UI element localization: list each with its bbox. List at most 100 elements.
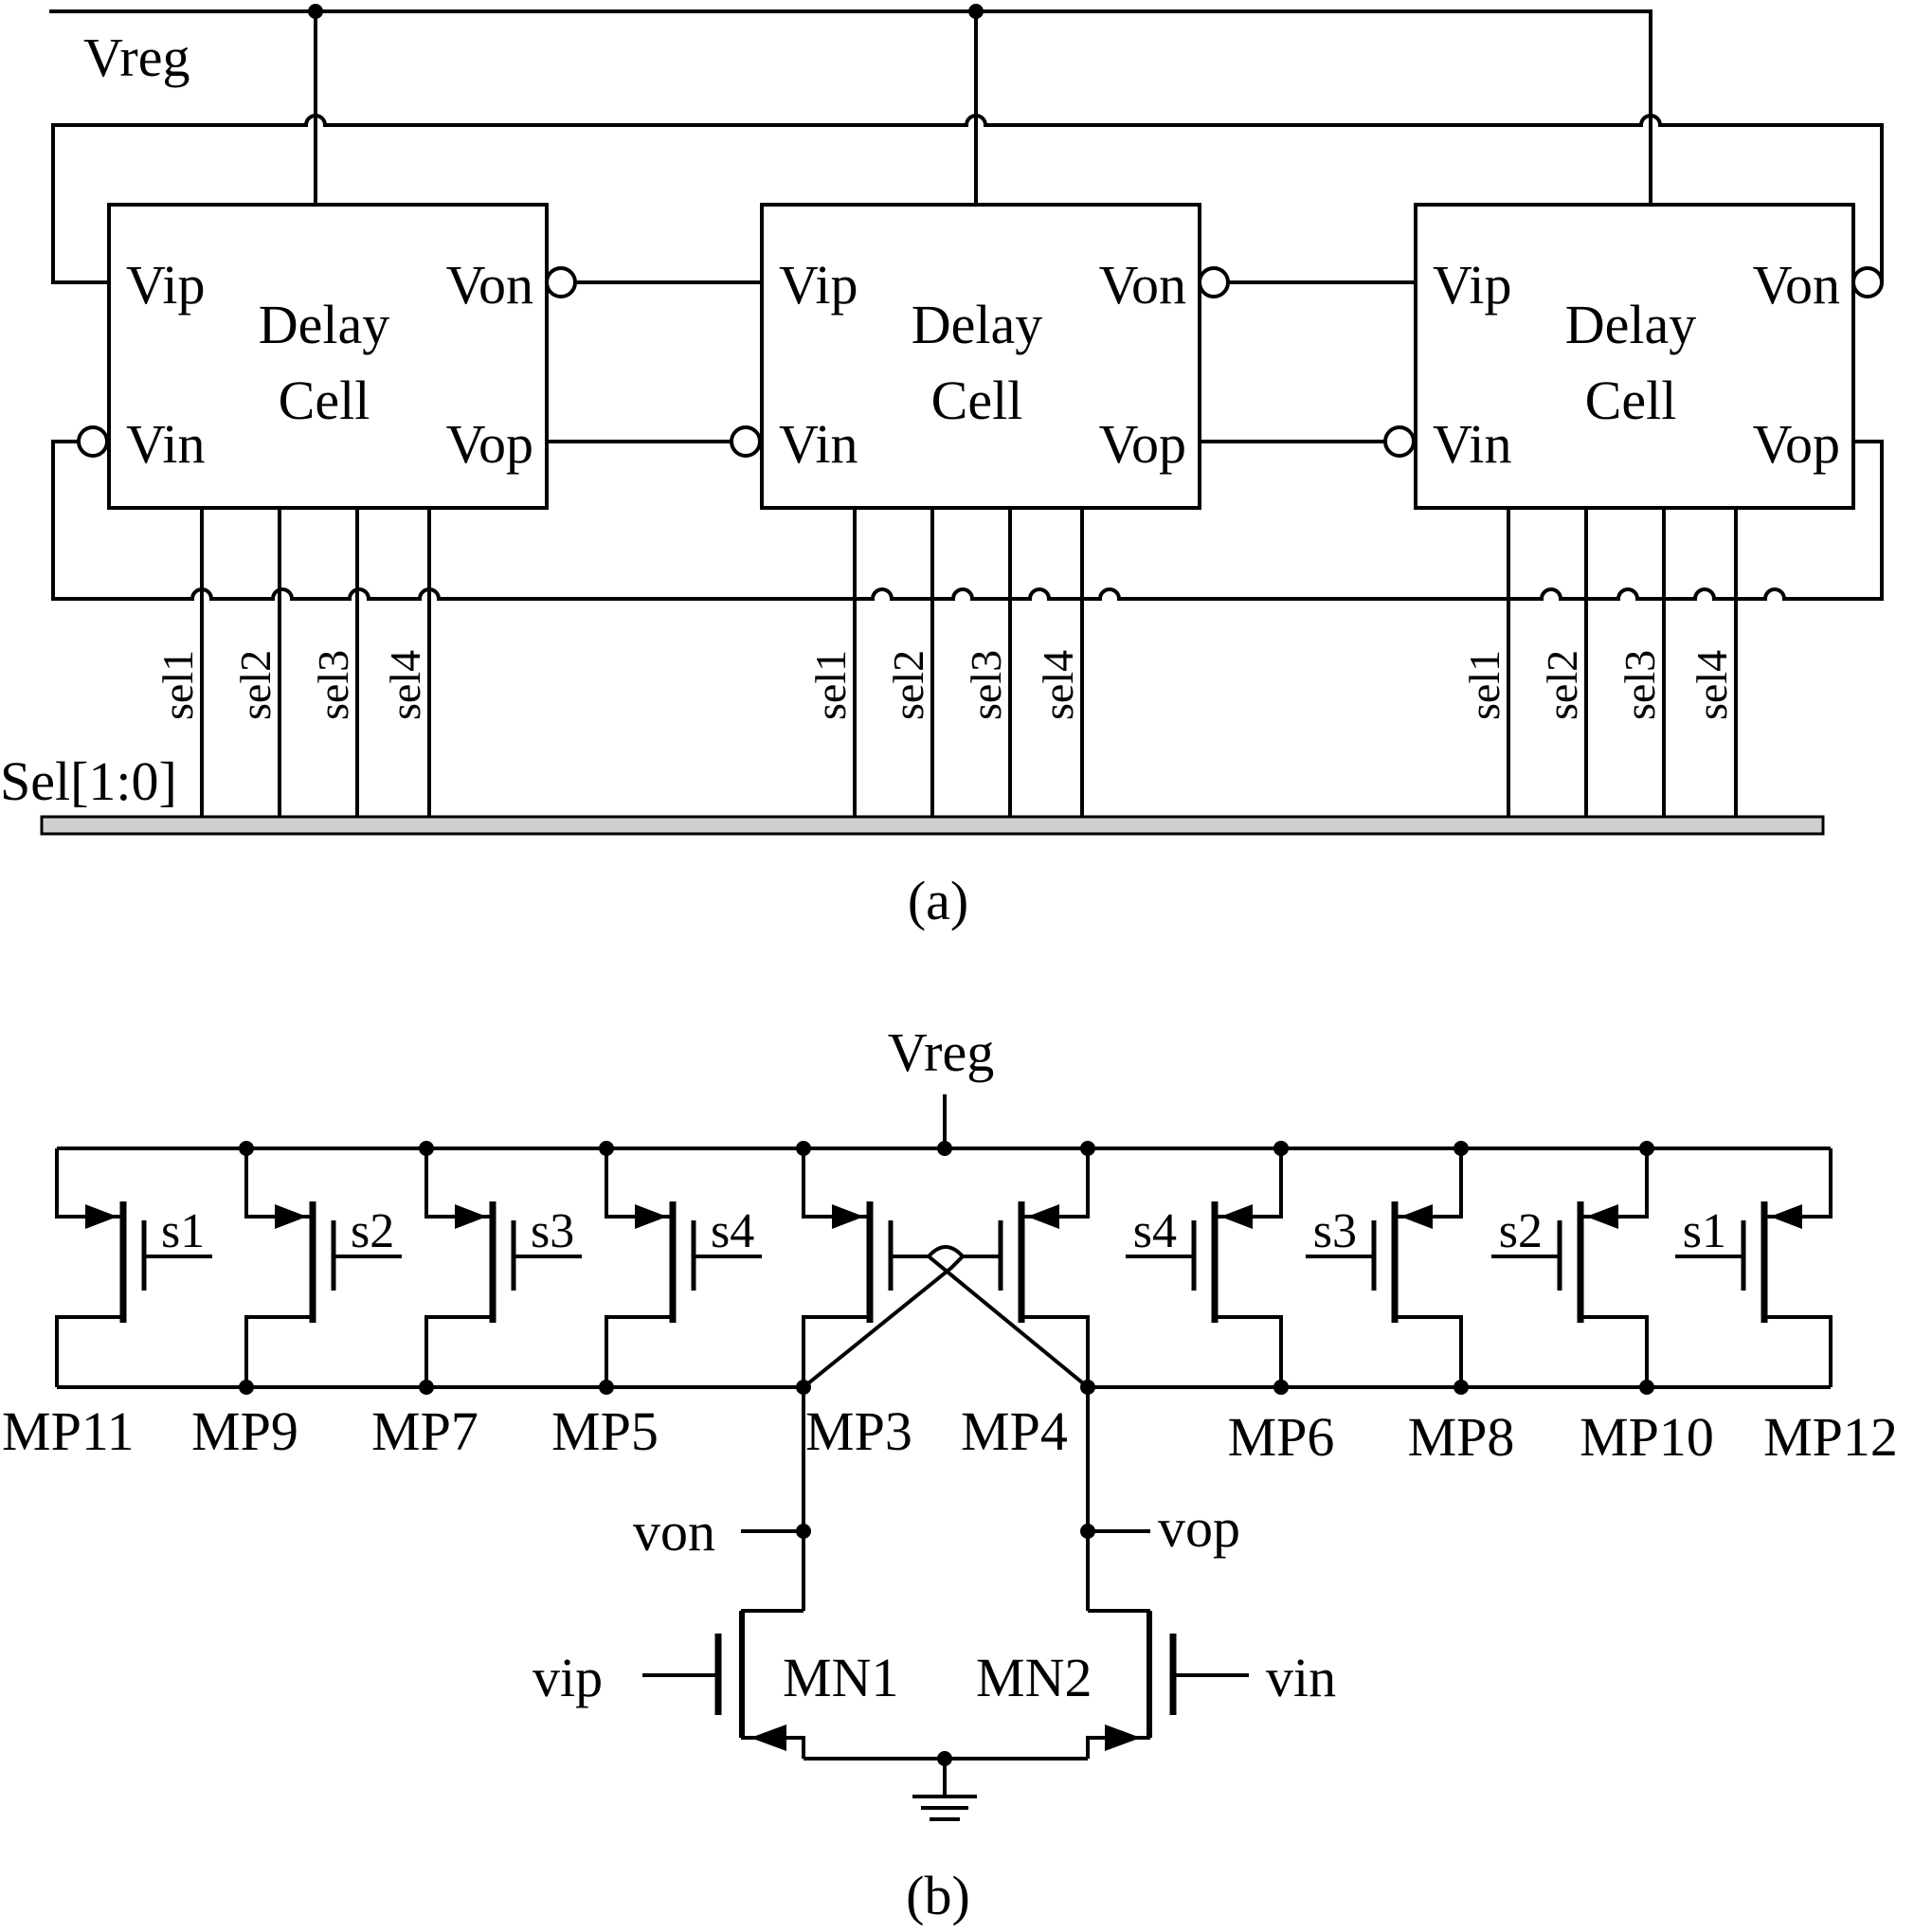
source-arrow-icon <box>832 1204 864 1229</box>
source-arrow-icon <box>1027 1204 1059 1229</box>
junction-dot <box>1454 1380 1469 1395</box>
mn2-label: MN2 <box>976 1647 1092 1708</box>
source-arrow-icon <box>275 1204 307 1229</box>
inversion-bubble-icon <box>1851 266 1884 298</box>
sel-label: sel4 <box>1034 650 1082 720</box>
gate-label: s3 <box>1313 1204 1357 1258</box>
cell-title-line1: Delay <box>259 294 390 355</box>
junction-dot <box>796 1141 811 1156</box>
gate-label: s4 <box>1133 1204 1177 1258</box>
sel-label: sel2 <box>231 650 280 720</box>
junction-dot <box>239 1141 254 1156</box>
sel-label: sel1 <box>1460 650 1508 720</box>
cell-title-line2: Cell <box>1585 370 1677 431</box>
sel-label: sel4 <box>1688 650 1736 720</box>
inversion-bubble-icon <box>730 425 762 458</box>
sel-label: sel3 <box>309 650 357 720</box>
port-vin-label: Vin <box>1433 413 1512 475</box>
source-arrow-icon <box>635 1204 667 1229</box>
mn1-gate-label: vip <box>533 1647 603 1708</box>
device-label: MP3 <box>805 1400 912 1462</box>
mn2-gate-label: vin <box>1266 1647 1336 1708</box>
delay-cell-transistor-diagram: Vreg s1MP11s2MP9s3MP7s4MP5s4MP6s3MP8s2MP… <box>2 1021 1898 1926</box>
sel-label: sel1 <box>153 650 202 720</box>
source-arrow-icon <box>85 1204 117 1229</box>
port-vip-label: Vip <box>779 254 858 316</box>
wire-hop <box>927 1245 965 1258</box>
port-vop-label: Vop <box>1753 413 1840 475</box>
vop-label: vop <box>1158 1497 1240 1559</box>
junction-dot <box>419 1380 434 1395</box>
source-arrow-icon <box>455 1204 487 1229</box>
device-label: MP5 <box>551 1400 659 1462</box>
source-arrow-icon <box>1220 1204 1253 1229</box>
nmos-mn1: MN1 vip <box>533 1609 898 1759</box>
source-arrow-icon <box>1105 1724 1141 1751</box>
inversion-bubble-icon <box>1383 425 1416 458</box>
delay-cell-box <box>760 203 1201 510</box>
sel-bus <box>40 815 1825 836</box>
gate-label: s4 <box>711 1204 754 1258</box>
sel-label: sel4 <box>381 650 429 720</box>
junction-dot <box>1639 1141 1654 1156</box>
source-arrow-icon <box>1400 1204 1433 1229</box>
device-label: MP4 <box>961 1400 1068 1462</box>
device-label: MP8 <box>1408 1406 1515 1468</box>
inversion-bubble-icon <box>1198 266 1230 298</box>
gate-label: s1 <box>161 1204 205 1258</box>
feedback-wire-bottom <box>51 440 1884 601</box>
cell-title-line2: Cell <box>931 370 1023 431</box>
caption-b: (b) <box>906 1865 970 1926</box>
gate-label: s2 <box>1499 1204 1543 1258</box>
delay-cell-box <box>107 203 549 510</box>
cell-title-line1: Delay <box>912 294 1043 355</box>
vreg-rail <box>49 9 1652 205</box>
junction-dot <box>937 1141 952 1156</box>
inversion-bubble-icon <box>77 425 109 458</box>
junction-dot <box>1639 1380 1654 1395</box>
pmos-mp4: MP4 <box>961 1148 1090 1462</box>
vreg-label-b: Vreg <box>888 1021 994 1083</box>
junction-dot <box>419 1141 434 1156</box>
port-vip-label: Vip <box>126 254 206 316</box>
caption-a: (a) <box>908 870 968 931</box>
sel-label: sel3 <box>1616 650 1664 720</box>
sel-label: sel2 <box>1538 650 1586 720</box>
device-label: MP7 <box>371 1400 478 1462</box>
device-label: MP12 <box>1763 1406 1898 1468</box>
port-vip-label: Vip <box>1433 254 1512 316</box>
device-label: MP11 <box>2 1400 135 1462</box>
gate-label: s1 <box>1683 1204 1726 1258</box>
port-von-label: Von <box>1753 254 1840 316</box>
junction-dot <box>1273 1380 1289 1395</box>
sel-label: sel2 <box>884 650 932 720</box>
source-arrow-icon <box>1770 1204 1802 1229</box>
inversion-bubble-icon <box>545 266 577 298</box>
vreg-label: Vreg <box>83 27 190 88</box>
junction-dot <box>599 1380 614 1395</box>
cross-couple-wire <box>802 1255 1001 1389</box>
port-von-label: Von <box>1099 254 1186 316</box>
device-label: MP6 <box>1228 1406 1335 1468</box>
port-vop-label: Vop <box>1099 413 1186 475</box>
nmos-mn2: MN2 vin <box>976 1609 1336 1759</box>
port-vin-label: Vin <box>126 413 206 475</box>
junction-dot <box>1454 1141 1469 1156</box>
cell-title-line1: Delay <box>1565 294 1697 355</box>
source-arrow-icon <box>1586 1204 1618 1229</box>
sel-bus-label: Sel[1:0] <box>0 750 177 812</box>
pmos-mp3: MP3 <box>802 1148 912 1462</box>
cross-couple-wire <box>891 1255 1090 1389</box>
junction-dot <box>1080 1141 1095 1156</box>
von-label: von <box>633 1501 715 1562</box>
